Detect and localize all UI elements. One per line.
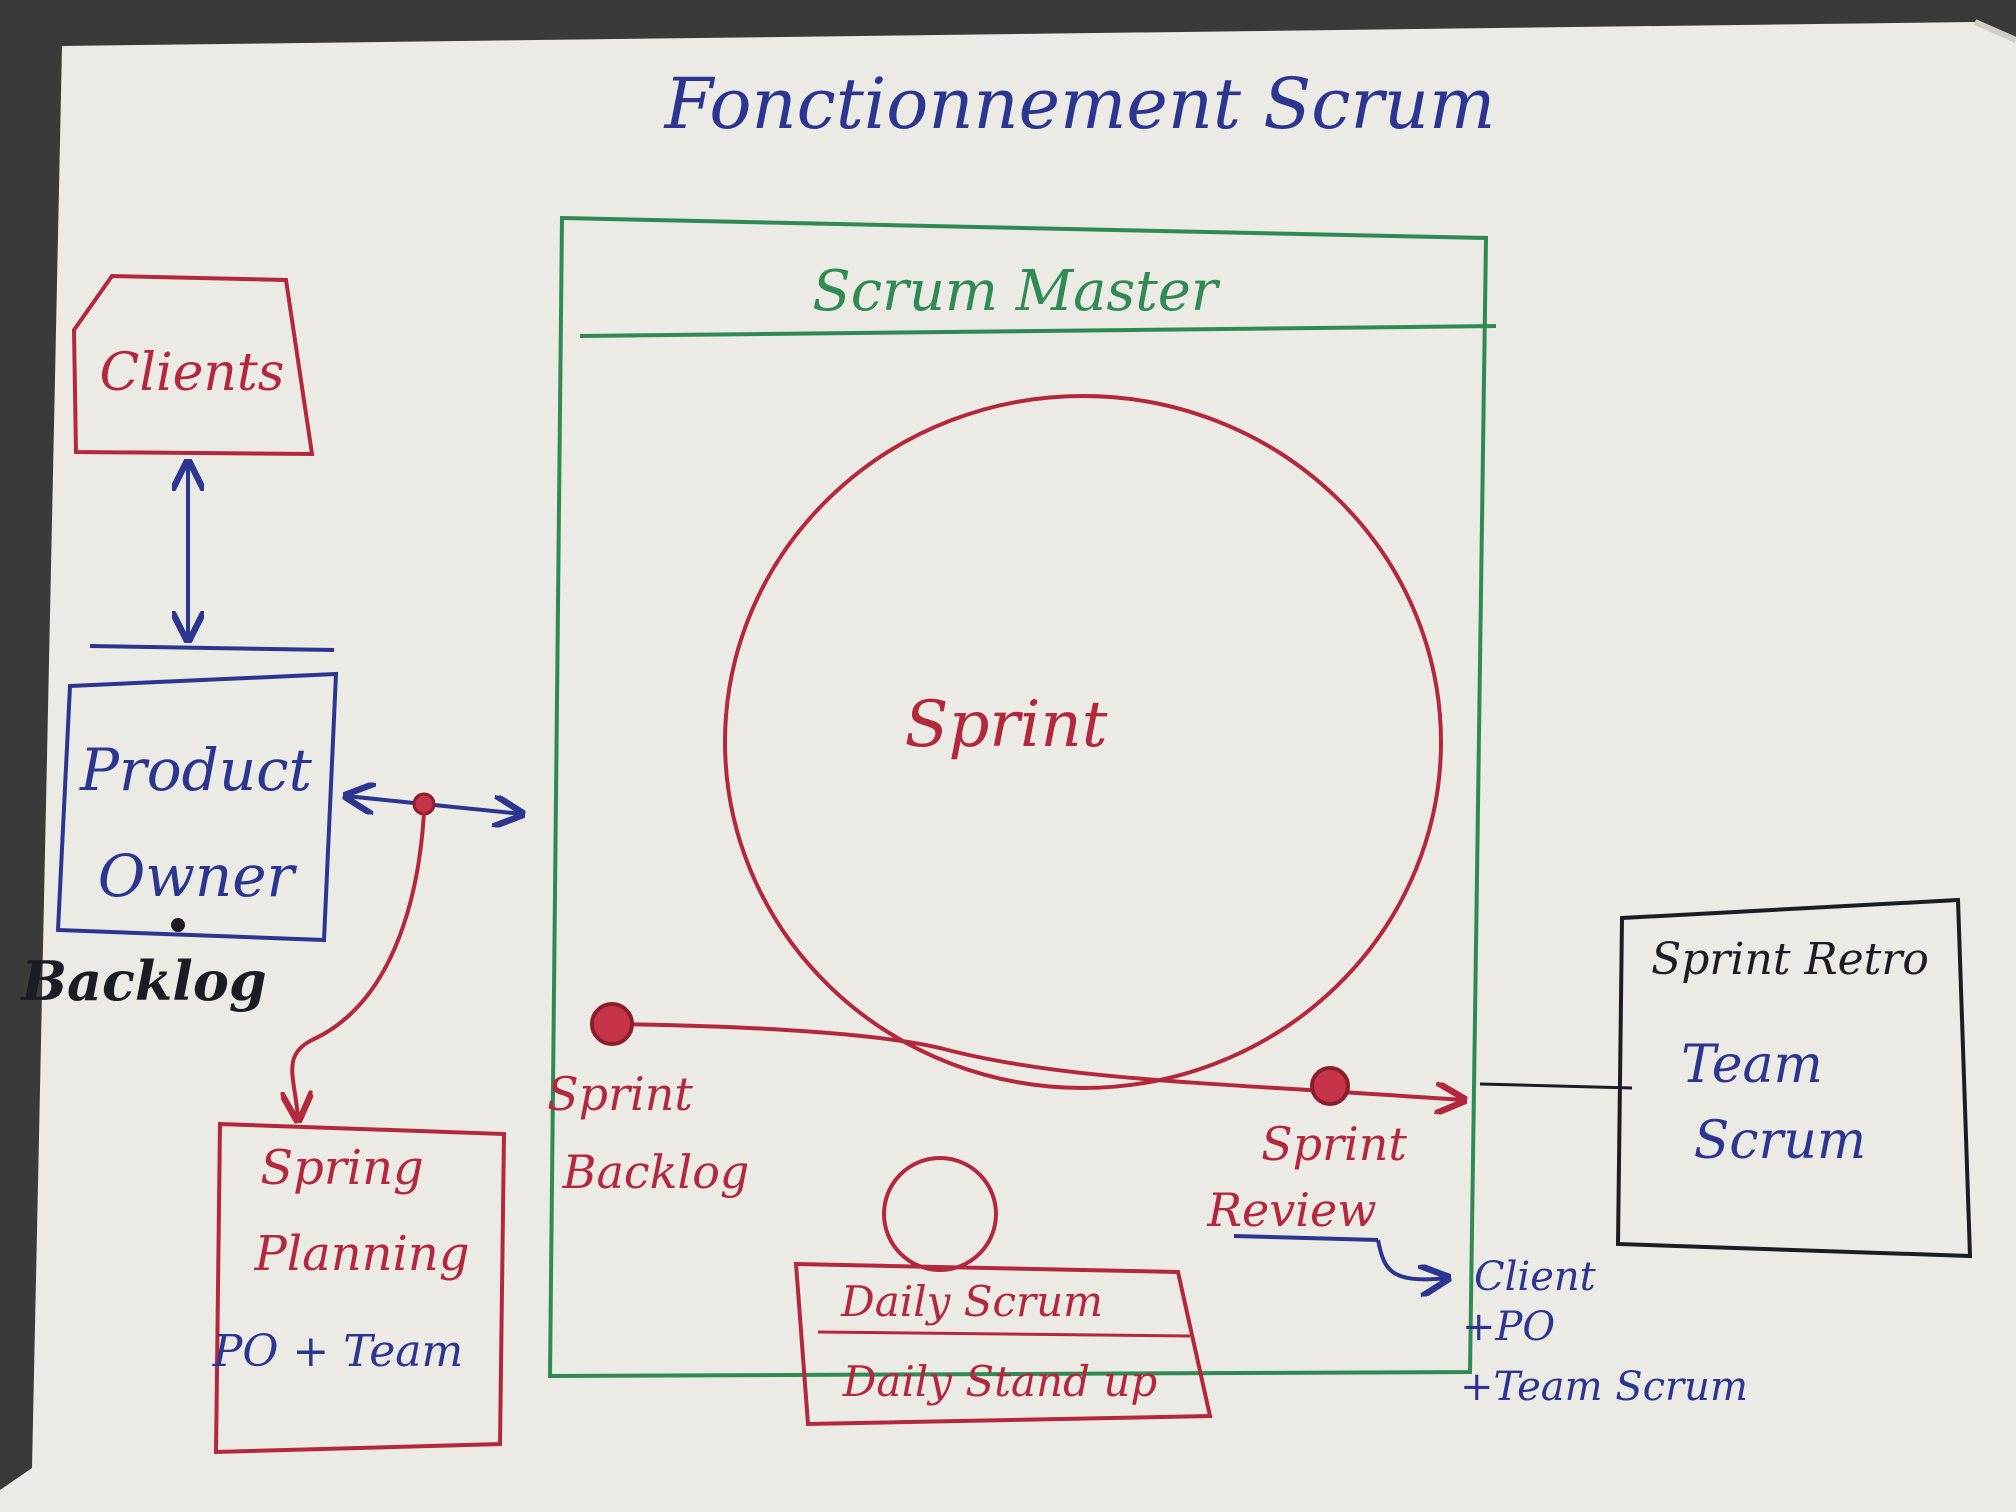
review-to-retro-line <box>1479 1082 1633 1090</box>
product-owner-top-line <box>89 644 335 652</box>
sprint-review-label-line2: Review <box>1206 1183 1376 1237</box>
daily-label-line1: Daily Scrum <box>840 1277 1103 1326</box>
review-attendee-team: +Team Scrum <box>1460 1364 1748 1410</box>
product-owner-dot <box>171 918 185 932</box>
daily-box-divider <box>817 1330 1191 1338</box>
sprint-retro-team-line1: Team <box>1681 1035 1823 1095</box>
scrum-master-divider <box>579 324 1497 338</box>
sprint-cycle <box>723 394 1443 1090</box>
sprint-backlog-label-line2: Backlog <box>562 1145 750 1199</box>
sprint-retro-team-line2: Scrum <box>1694 1111 1866 1171</box>
sprint-label: Sprint <box>905 688 1108 762</box>
sprint-flow-line <box>611 1022 1464 1100</box>
clients-label: Clients <box>100 343 285 403</box>
page-title: Fonctionnement Scrum <box>663 63 1496 145</box>
spring-planning-label-line2: Planning <box>253 1226 469 1282</box>
po-to-planning-line <box>292 811 426 1120</box>
paper-shadow-edge <box>1973 19 2016 43</box>
po-connector-node <box>412 792 436 816</box>
scrum-master-frame <box>547 215 1489 1379</box>
sprint-backlog-node <box>590 1002 634 1046</box>
product-owner-label-line2: Owner <box>98 842 298 910</box>
clients-box <box>71 273 315 457</box>
daily-cycle <box>882 1156 998 1272</box>
spring-planning-box <box>213 1121 507 1455</box>
review-attendee-po: +PO <box>1462 1304 1555 1350</box>
daily-box <box>793 1261 1213 1427</box>
sprint-review-label-line1: Sprint <box>1261 1117 1407 1171</box>
review-attendee-client: Client <box>1474 1254 1597 1300</box>
product-owner-label-line1: Product <box>79 736 313 804</box>
backlog-label: Backlog <box>19 949 266 1013</box>
scrum-master-label: Scrum Master <box>812 259 1221 324</box>
sprint-retro-title: Sprint Retro <box>1651 934 1929 985</box>
sprint-review-underline <box>1233 1234 1379 1242</box>
spring-planning-label-line1: Spring <box>260 1140 424 1196</box>
review-to-client-arrow <box>1376 1239 1448 1279</box>
sprint-review-node <box>1310 1066 1350 1106</box>
sprint-backlog-label-line1: Sprint <box>547 1067 693 1121</box>
daily-label-line2: Daily Stand up <box>842 1357 1158 1406</box>
sprint-retro-box <box>1615 897 1973 1259</box>
product-owner-box <box>55 671 339 943</box>
spring-planning-who: PO + Team <box>212 1326 463 1377</box>
